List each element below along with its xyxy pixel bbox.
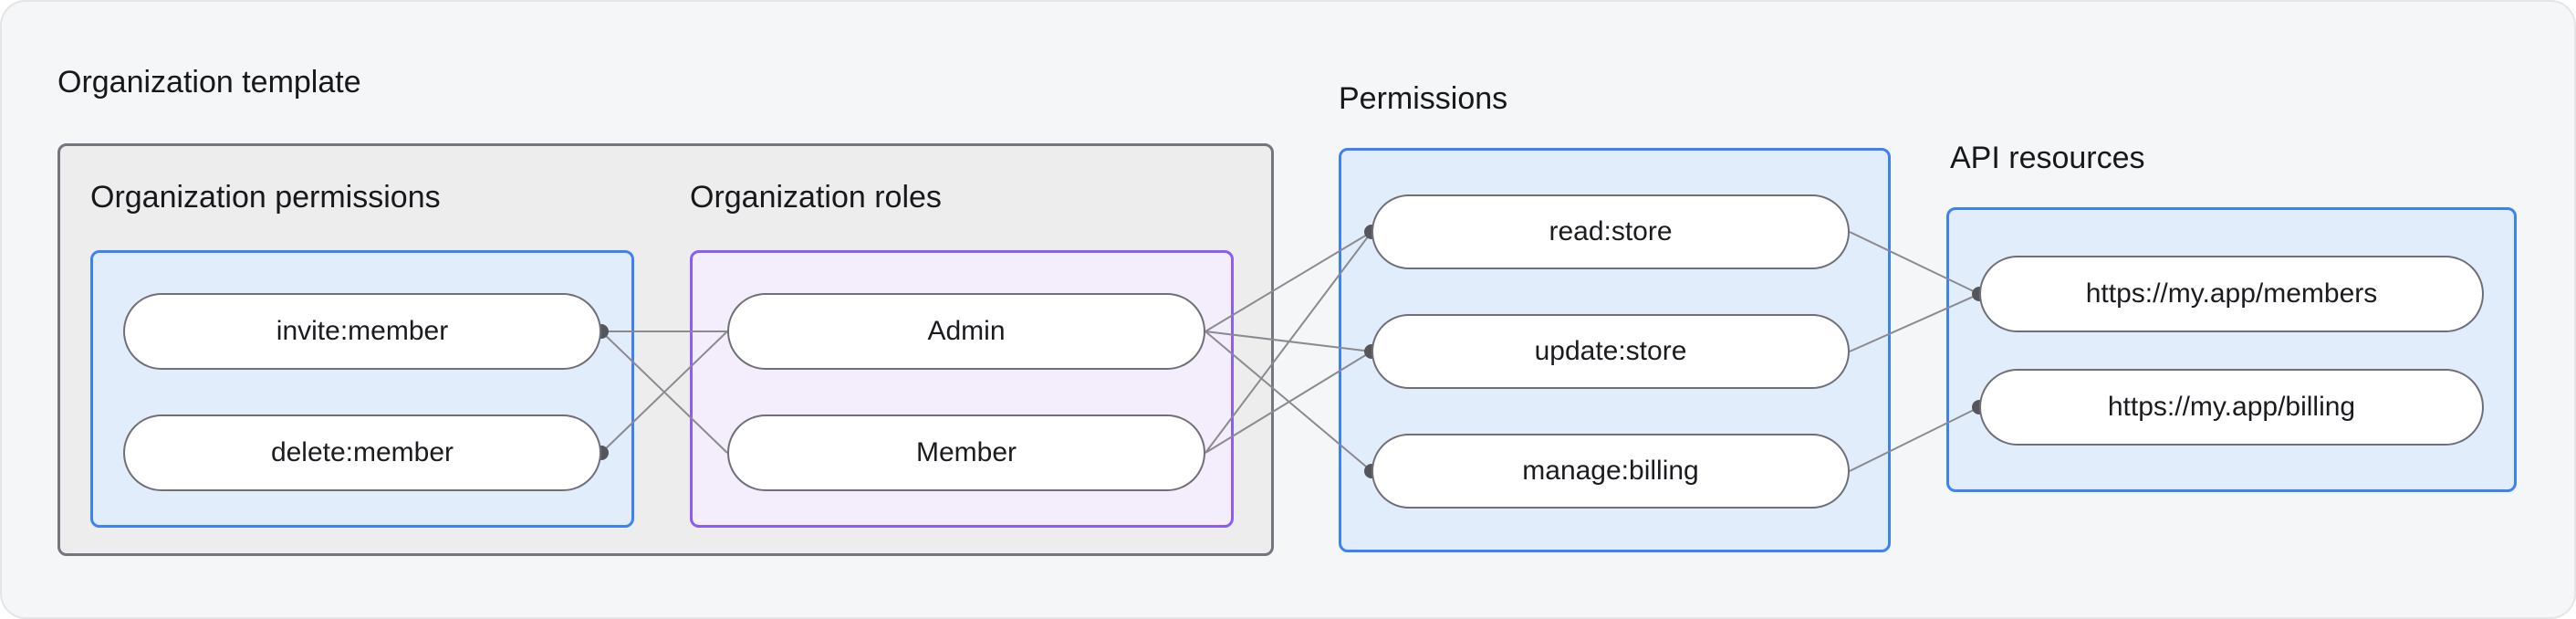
node-read-store: read:store (1371, 194, 1850, 269)
node-update-store: update:store (1371, 314, 1850, 389)
node-member-role: Member (727, 414, 1205, 491)
node-invite-member: invite:member (123, 293, 601, 370)
org-roles-label: Organization roles (690, 180, 942, 215)
api-resources-label: API resources (1950, 141, 2145, 175)
node-admin-role: Admin (727, 293, 1205, 370)
node-manage-billing: manage:billing (1371, 434, 1850, 509)
org-permissions-label: Organization permissions (90, 180, 441, 215)
api-resources-box (1946, 207, 2517, 492)
node-delete-member: delete:member (123, 414, 601, 491)
node-api-members: https://my.app/members (1979, 256, 2484, 332)
node-api-billing: https://my.app/billing (1979, 369, 2484, 446)
org-template-label: Organization template (57, 65, 361, 100)
permissions-label: Permissions (1339, 81, 1508, 116)
